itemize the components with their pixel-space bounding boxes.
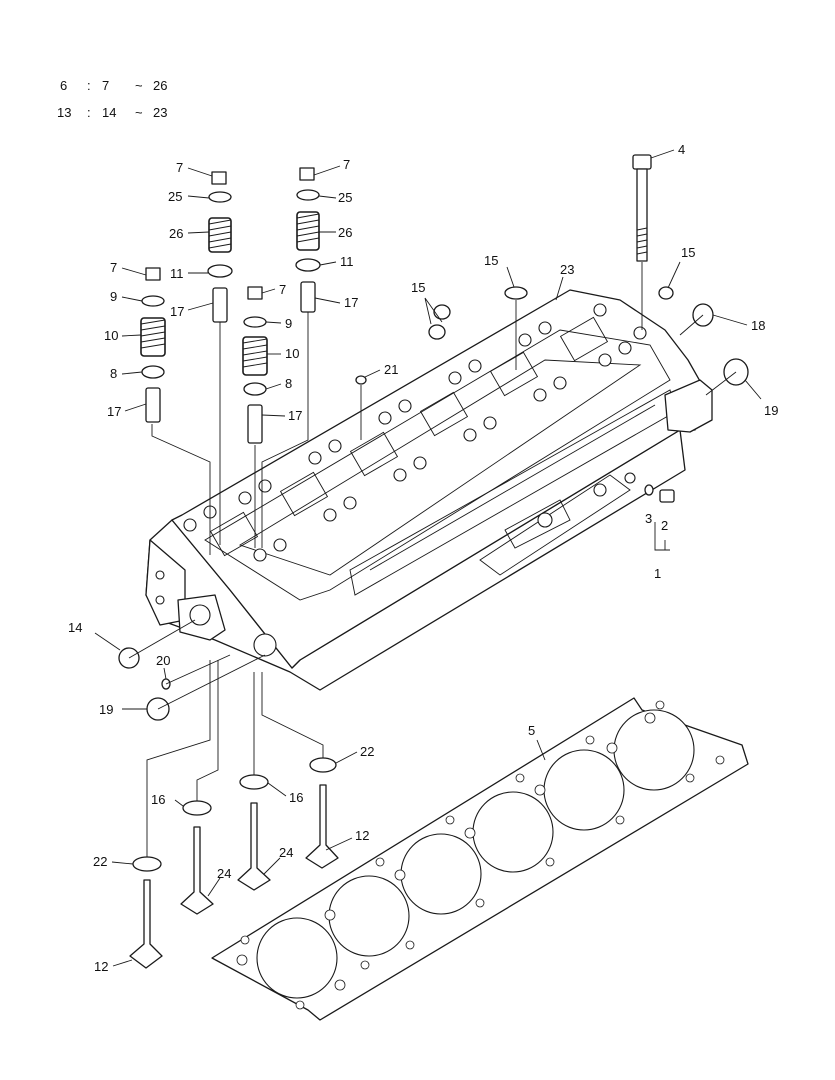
- legend-row-2-sep: :: [87, 105, 91, 120]
- callout-14: 14: [68, 620, 82, 635]
- legend: 6 : 7 ~ 26 13 : 14 ~ 23: [57, 78, 167, 120]
- legend-row-1-sep: :: [87, 78, 91, 93]
- callout-8: 8: [110, 366, 117, 381]
- callout-12: 12: [94, 959, 108, 974]
- callout-16: 16: [151, 792, 165, 807]
- legend-row-2-set: 13: [57, 105, 71, 120]
- callout-16: 16: [289, 790, 303, 805]
- callout-20: 20: [156, 653, 170, 668]
- callout-4: 4: [678, 142, 685, 157]
- callout-22: 22: [360, 744, 374, 759]
- callout-17: 17: [107, 404, 121, 419]
- callout-15: 15: [411, 280, 425, 295]
- callout-17: 17: [344, 295, 358, 310]
- callout-1: 1: [654, 566, 661, 581]
- valves: [129, 784, 339, 969]
- port-pockets: [209, 316, 609, 557]
- legend-row-2-tilde: ~: [135, 105, 143, 120]
- callout-15: 15: [484, 253, 498, 268]
- callout-24: 24: [279, 845, 293, 860]
- cylinder-head: [145, 289, 713, 691]
- callout-10: 10: [285, 346, 299, 361]
- callout-22: 22: [93, 854, 107, 869]
- callout-19: 19: [764, 403, 778, 418]
- callout-8: 8: [285, 376, 292, 391]
- valve-cotter-part: [211, 171, 227, 185]
- callout-25: 25: [168, 189, 182, 204]
- legend-row-2-from: 14: [102, 105, 116, 120]
- callout-7: 7: [110, 260, 117, 275]
- callout-25: 25: [338, 190, 352, 205]
- callout-10: 10: [104, 328, 118, 343]
- legend-row-1-from: 7: [102, 78, 109, 93]
- callout-12: 12: [355, 828, 369, 843]
- callout-17: 17: [170, 304, 184, 319]
- callout-26: 26: [338, 225, 352, 240]
- callout-11: 11: [170, 266, 184, 281]
- callout-17: 17: [288, 408, 302, 423]
- legend-row-1-to: 26: [153, 78, 167, 93]
- callout-7: 7: [343, 157, 350, 172]
- legend-row-1-set: 6: [60, 78, 67, 93]
- callout-7: 7: [176, 160, 183, 175]
- callout-21: 21: [384, 362, 398, 377]
- head-gasket: [211, 697, 749, 1021]
- valve-train-parts: [118, 154, 749, 969]
- callout-labels: 7 25 26 11 17 7 25 26 11 17 7 9 10 8 17 …: [68, 142, 778, 974]
- callout-3: 3: [645, 511, 652, 526]
- legend-row-2-to: 23: [153, 105, 167, 120]
- legend-row-1-tilde: ~: [135, 78, 143, 93]
- callout-2: 2: [661, 518, 668, 533]
- callout-11: 11: [340, 254, 354, 269]
- callout-26: 26: [169, 226, 183, 241]
- leader-lines: [94, 149, 762, 967]
- callout-18: 18: [751, 318, 765, 333]
- gasket-small-holes: [236, 700, 725, 1010]
- callout-15: 15: [681, 245, 695, 260]
- callout-9: 9: [110, 289, 117, 304]
- callout-24: 24: [217, 866, 231, 881]
- callout-19: 19: [99, 702, 113, 717]
- callout-9: 9: [285, 316, 292, 331]
- callout-23: 23: [560, 262, 574, 277]
- callout-7: 7: [279, 282, 286, 297]
- callout-5: 5: [528, 723, 535, 738]
